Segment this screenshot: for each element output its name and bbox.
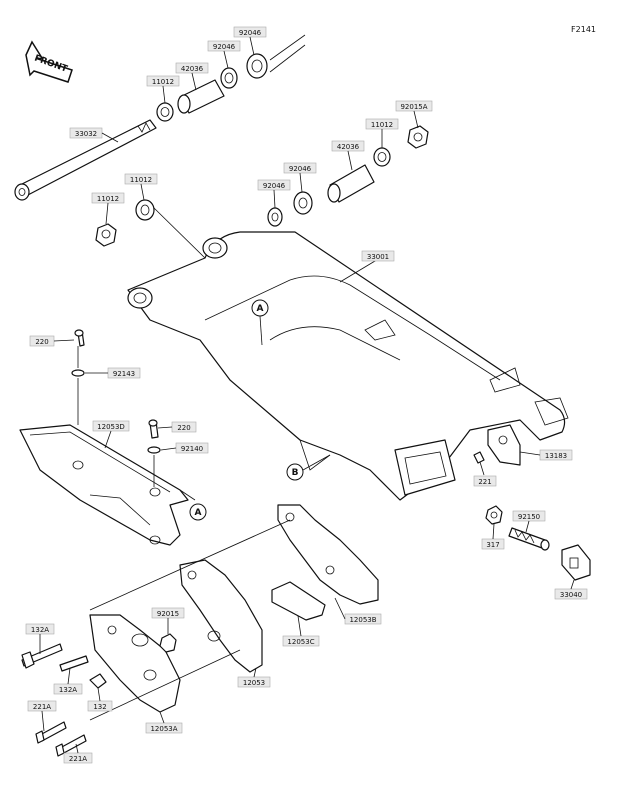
label-33040: 33040 (554, 579, 588, 600)
label-42036-top: 42036 (175, 62, 209, 91)
label-92046-mid-a: 92046 (257, 179, 291, 209)
label-33001: 33001 (361, 250, 395, 262)
label-12053b: 12053B (334, 597, 382, 625)
svg-text:42036: 42036 (181, 65, 204, 73)
label-13183: 13183 (519, 449, 573, 461)
svg-text:92046: 92046 (213, 43, 236, 51)
svg-text:11012: 11012 (97, 195, 119, 203)
svg-text:92046: 92046 (289, 165, 312, 173)
label-12053: 12053 (237, 667, 271, 688)
svg-text:132A: 132A (59, 686, 77, 694)
label-92143: 92143 (85, 367, 141, 379)
label-12053c: 12053C (282, 615, 320, 647)
svg-text:92015A: 92015A (400, 103, 427, 111)
label-132a-a: 132A (25, 623, 55, 654)
svg-text:33001: 33001 (367, 253, 389, 261)
figure-id: F2141 (571, 25, 596, 34)
callout-b: B (286, 454, 331, 481)
label-42036-mid: 42036 (331, 140, 365, 171)
slider-fasteners (21, 643, 107, 757)
svg-text:33040: 33040 (560, 591, 582, 599)
label-12053d: 12053D (92, 420, 130, 449)
svg-text:92140: 92140 (181, 445, 203, 453)
callout-a-lower: A (189, 503, 207, 521)
label-92015a: 92015A (395, 100, 433, 129)
label-92046-mid-b: 92046 (283, 162, 317, 193)
mid-bearing-set (267, 125, 429, 227)
svg-text:132: 132 (93, 703, 106, 711)
chain-adjuster-parts (473, 424, 591, 581)
label-92046-top-a: 92046 (207, 40, 241, 69)
label-132a-b: 132A (53, 667, 83, 695)
svg-text:317: 317 (486, 541, 499, 549)
label-11012-right: 11012 (365, 118, 399, 148)
svg-text:A: A (257, 304, 264, 314)
label-220-b: 220 (157, 421, 197, 433)
label-11012-top: 11012 (146, 75, 180, 104)
svg-text:221A: 221A (69, 755, 87, 763)
svg-text:A: A (195, 508, 202, 518)
label-11012-left: 11012 (124, 173, 158, 201)
svg-text:221A: 221A (33, 703, 51, 711)
svg-text:11012: 11012 (152, 78, 174, 86)
label-221a-b: 221A (63, 743, 93, 764)
label-11012-mid: 11012 (91, 192, 125, 225)
svg-text:92150: 92150 (518, 513, 540, 521)
svg-text:12053: 12053 (243, 679, 265, 687)
svg-text:12053D: 12053D (97, 423, 125, 431)
label-12053a: 12053A (145, 711, 183, 734)
label-221a-a: 221A (27, 700, 57, 732)
label-132: 132 (87, 687, 113, 712)
front-arrow-icon: FRONT (25, 40, 73, 83)
label-92140: 92140 (160, 442, 209, 454)
svg-text:132A: 132A (31, 626, 49, 634)
svg-text:12053C: 12053C (287, 638, 314, 646)
svg-text:11012: 11012 (130, 176, 152, 184)
svg-text:33032: 33032 (75, 130, 97, 138)
chain-slider-set (89, 504, 379, 721)
svg-text:221: 221 (478, 478, 491, 486)
pivot-shaft (14, 119, 157, 201)
swingarm (127, 231, 569, 501)
callout-a: A (251, 299, 269, 346)
label-33032: 33032 (69, 127, 119, 143)
svg-text:92046: 92046 (263, 182, 286, 190)
label-92150: 92150 (512, 510, 546, 533)
chain-guide (19, 329, 196, 546)
svg-text:12053B: 12053B (349, 616, 376, 624)
left-bushings (95, 199, 206, 259)
svg-text:12053A: 12053A (150, 725, 177, 733)
svg-text:42036: 42036 (337, 143, 360, 151)
svg-text:220: 220 (177, 424, 190, 432)
label-220-a: 220 (29, 335, 75, 347)
svg-text:11012: 11012 (371, 121, 393, 129)
label-92015: 92015 (151, 607, 185, 634)
svg-text:92015: 92015 (157, 610, 179, 618)
svg-text:220: 220 (35, 338, 48, 346)
label-317: 317 (481, 523, 505, 550)
label-92046-top-b: 92046 (233, 26, 267, 56)
svg-text:92046: 92046 (239, 29, 262, 37)
svg-text:B: B (292, 468, 299, 478)
top-bearing-set (156, 34, 306, 122)
svg-text:13183: 13183 (545, 452, 567, 460)
label-221: 221 (473, 475, 497, 487)
svg-text:92143: 92143 (113, 370, 135, 378)
